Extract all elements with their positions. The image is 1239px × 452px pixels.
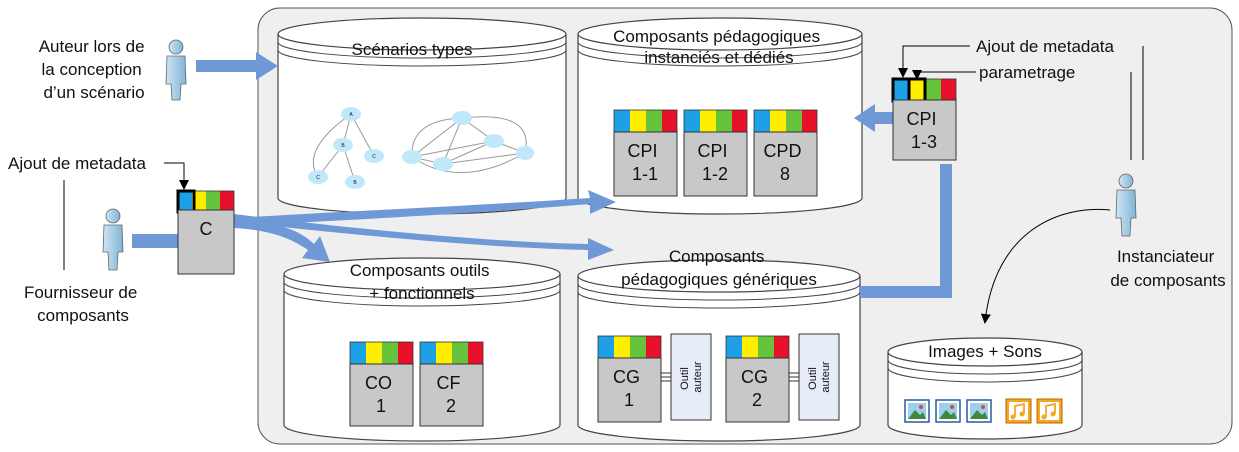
arrow-fournisseur-to-c [132, 234, 178, 248]
component-cpd-8: CPD 8 [753, 109, 818, 197]
arrow-c-to-generiques [234, 214, 614, 260]
component-cpi-1-1-label: CPI 1-1 [627, 141, 662, 184]
music-note-icon [1036, 398, 1063, 424]
annotation-parametrage: parametrage [979, 63, 1075, 82]
actor-instanciateur-label: Instanciateur de composants [1110, 247, 1225, 290]
person-icon [165, 39, 187, 101]
component-cg-2-label: CG 2 [741, 367, 773, 410]
component-cg-2: CG 2 [725, 335, 790, 423]
outil-auteur-1: Outil auteur [661, 333, 712, 421]
component-cg-1: CG 1 [597, 335, 662, 423]
outil-auteur-2-label: Outil auteur [807, 361, 832, 393]
component-c-label: C [200, 219, 213, 239]
arrow-cpi13-to-cpi [854, 104, 893, 132]
svg-text:A: A [349, 112, 353, 118]
svg-text:B: B [341, 143, 345, 149]
component-cpi-1-2: CPI 1-2 [683, 109, 748, 197]
outil-auteur-1-label: Outil auteur [679, 361, 704, 393]
svg-text:C: C [316, 175, 320, 181]
image-icon [966, 399, 992, 423]
component-cpi-1-3: CPI 1-3 [891, 77, 957, 161]
db-media-title: Images + Sons [928, 342, 1042, 361]
component-cpi-1-2-label: CPI 1-2 [697, 141, 732, 184]
component-c: C [176, 189, 235, 275]
component-cf-2-label: CF 2 [436, 373, 465, 416]
annotation-lines [63, 45, 1144, 324]
person-icon [102, 208, 124, 271]
actor-auteur-label: Auteur lors de la conception d’un scénar… [39, 37, 150, 102]
actor-fournisseur-label: Fournisseur de composants [24, 283, 142, 325]
component-cpi-1-3-label: CPI 1-3 [906, 109, 941, 152]
actor-fournisseur: Fournisseur de composants [24, 208, 142, 325]
db-media: Images + Sons [887, 337, 1083, 440]
db-scenarios-title: Scénarios types [352, 40, 473, 59]
arrow-generiques-to-cpi13 [860, 164, 952, 298]
annotation-ajout-metadata-right: Ajout de metadata [976, 37, 1115, 56]
svg-text:C: C [372, 154, 376, 160]
image-icon [904, 399, 930, 423]
scenario-graph-2-nodes [402, 111, 534, 171]
component-co-1-label: CO 1 [365, 373, 397, 416]
arrow-auteur-to-scenarios [196, 52, 278, 80]
media-icons [904, 398, 1063, 424]
db-cpi-title: Composants pédagogiques instanciés et dé… [613, 27, 825, 67]
db-generiques-title: Composants pédagogiques génériques [621, 247, 817, 289]
db-scenarios: Scénarios types [277, 17, 567, 215]
arrow-c-to-cpi [234, 190, 616, 226]
scenario-graph-1-nodes: A B C C B [308, 107, 384, 189]
component-cpd-8-label: CPD 8 [763, 141, 806, 184]
component-cpi-1-1: CPI 1-1 [613, 109, 678, 197]
image-icon [935, 399, 961, 423]
component-co-1: CO 1 [349, 341, 414, 427]
outil-auteur-2: Outil auteur [789, 333, 840, 421]
person-icon [1115, 173, 1137, 237]
db-outils-title: Composants outils + fonctionnels [350, 261, 495, 303]
arrow-c-to-outils [234, 222, 330, 262]
music-note-icon [1005, 398, 1032, 424]
component-cg-1-label: CG 1 [613, 367, 645, 410]
actor-auteur: Auteur lors de la conception d’un scénar… [39, 37, 187, 102]
actor-instanciateur: Instanciateur de composants [1110, 173, 1226, 290]
annotation-ajout-metadata-left: Ajout de metadata [8, 154, 147, 173]
component-cf-2: CF 2 [419, 341, 484, 427]
svg-text:B: B [353, 180, 357, 186]
flow-arrows [132, 52, 952, 298]
